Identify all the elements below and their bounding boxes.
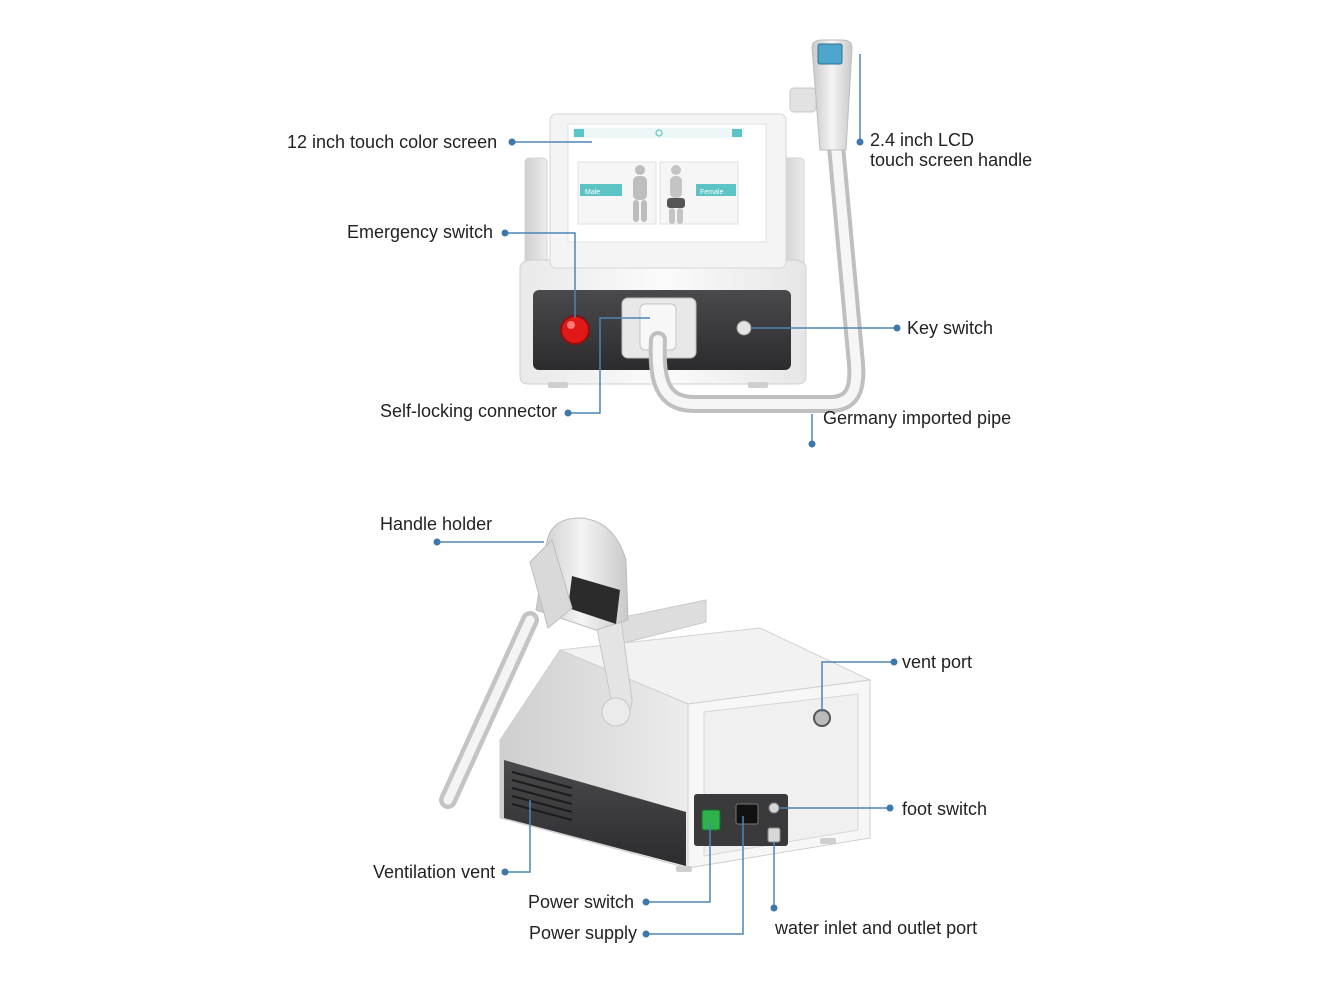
labels: 12 inch touch color screen 2.4 inch LCD … (287, 130, 1032, 943)
label-germany-pipe: Germany imported pipe (823, 408, 1011, 428)
dot-connector (564, 409, 572, 417)
foot-switch-port-icon (768, 802, 780, 814)
leader-power-switch (646, 822, 711, 903)
dot-lcd-handle (856, 138, 864, 146)
screen-home-icon (655, 129, 663, 137)
label-self-locking-connector: Self-locking connector (380, 401, 557, 421)
label-power-switch: Power switch (528, 892, 634, 912)
label-touch-screen: 12 inch touch color screen (287, 132, 497, 152)
dot-vent-port (890, 658, 898, 666)
dot-power-switch (642, 898, 650, 906)
water-port-icon (767, 827, 781, 843)
rear-holder-pivot (601, 697, 631, 727)
handle-lcd-icon (817, 43, 843, 65)
emergency-button-icon (560, 315, 590, 345)
key-switch-icon (736, 320, 752, 336)
leader-ventilation (505, 800, 531, 873)
label-emergency-switch: Emergency switch (347, 222, 493, 242)
screen-female-text: Female (700, 189, 723, 196)
label-ventilation-vent: Ventilation vent (373, 862, 495, 882)
rear-handle-tip (568, 576, 620, 624)
screen-next-button (732, 129, 742, 137)
label-water-port: water inlet and outlet port (774, 918, 977, 938)
label-handle-holder: Handle holder (380, 514, 492, 534)
leader-emergency (505, 232, 576, 318)
female-figure-icon (667, 165, 685, 224)
rear-handle-grip (529, 539, 573, 629)
rear-device (439, 517, 872, 872)
rear-lower-dark (504, 760, 686, 866)
leader-connector (568, 317, 650, 414)
male-figure-icon (633, 165, 647, 222)
front-foot-right (748, 382, 768, 388)
label-foot-switch: foot switch (902, 799, 987, 819)
handle-holder-front (789, 87, 817, 113)
screen-male-tag (580, 184, 622, 196)
handle-body (811, 39, 853, 151)
screen-female-tag (696, 184, 736, 196)
screen-male-text: Male (585, 189, 600, 196)
dot-power-supply (642, 930, 650, 938)
leader-lines (433, 54, 901, 938)
label-lcd-handle-line1: 2.4 inch LCD (870, 130, 974, 150)
ventilation-grille-icon (511, 771, 573, 821)
dot-pipe (808, 440, 816, 448)
rear-pipe-highlight (443, 615, 535, 805)
power-switch-icon (701, 809, 721, 831)
front-device: Male Female (519, 39, 866, 413)
vent-port-icon (813, 709, 831, 727)
leader-vent-port (821, 661, 894, 712)
dot-handle-holder (433, 538, 441, 546)
label-power-supply: Power supply (529, 923, 637, 943)
dot-key-switch (893, 324, 901, 332)
front-pipe-highlight (652, 141, 862, 409)
screen-back-button (574, 129, 584, 137)
label-vent-port: vent port (902, 652, 972, 672)
power-supply-socket-icon (735, 803, 759, 825)
dot-foot-switch (886, 804, 894, 812)
front-foot-left (548, 382, 568, 388)
label-lcd-handle-line2: touch screen handle (870, 150, 1032, 170)
leader-power-supply (646, 816, 744, 935)
emergency-button-highlight (567, 321, 575, 329)
dot-water-port (770, 904, 778, 912)
screen-top-bar (572, 128, 744, 138)
rear-foot-left (676, 866, 692, 872)
label-key-switch: Key switch (907, 318, 993, 338)
dot-touch-screen (508, 138, 516, 146)
dot-emergency (501, 229, 509, 237)
dot-ventilation (501, 868, 509, 876)
rear-foot-right (820, 838, 836, 844)
